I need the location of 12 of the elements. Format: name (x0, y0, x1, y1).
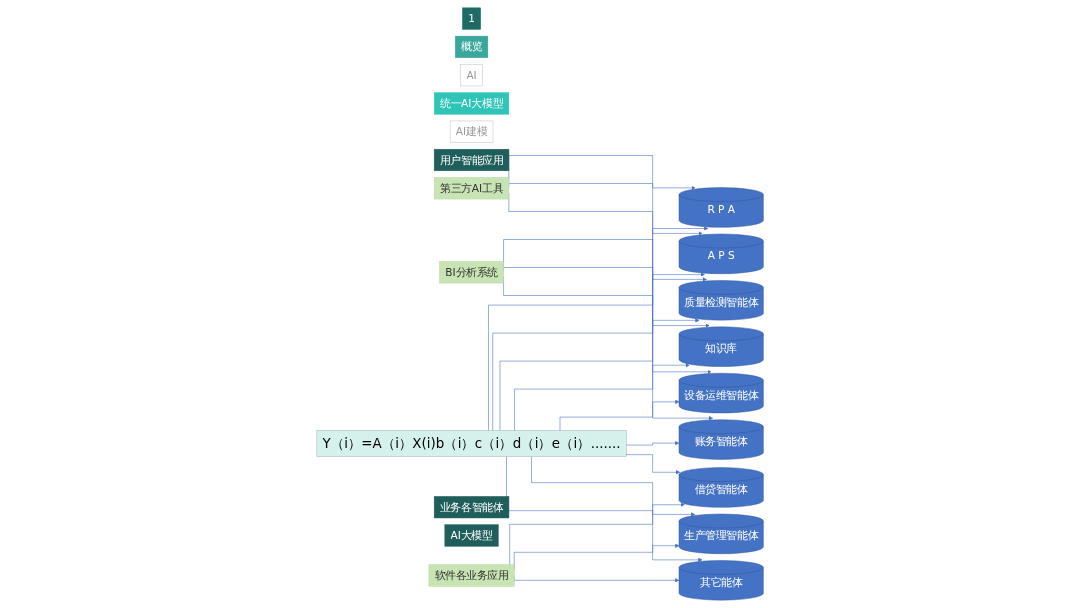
node-box: AI大模型 (444, 524, 499, 547)
node-box: 软件各业务应用 (428, 564, 515, 587)
node-box: 第三方AI工具 (433, 177, 509, 200)
node-box: 业务各智能体 (433, 496, 510, 519)
node-box: AI建模 (449, 120, 494, 143)
node-box: 统一AI大模型 (433, 92, 509, 115)
node-box: 用户智能应用 (433, 149, 510, 171)
node-box: Y（i）=A（i）X(i)b（i）c（i）d（i）e（i）....... (316, 430, 627, 457)
node-box: 1 (462, 7, 481, 30)
node-box: BI分析系统 (439, 261, 504, 284)
node-box: AI (460, 64, 483, 87)
node-box: 概览 (454, 35, 488, 58)
